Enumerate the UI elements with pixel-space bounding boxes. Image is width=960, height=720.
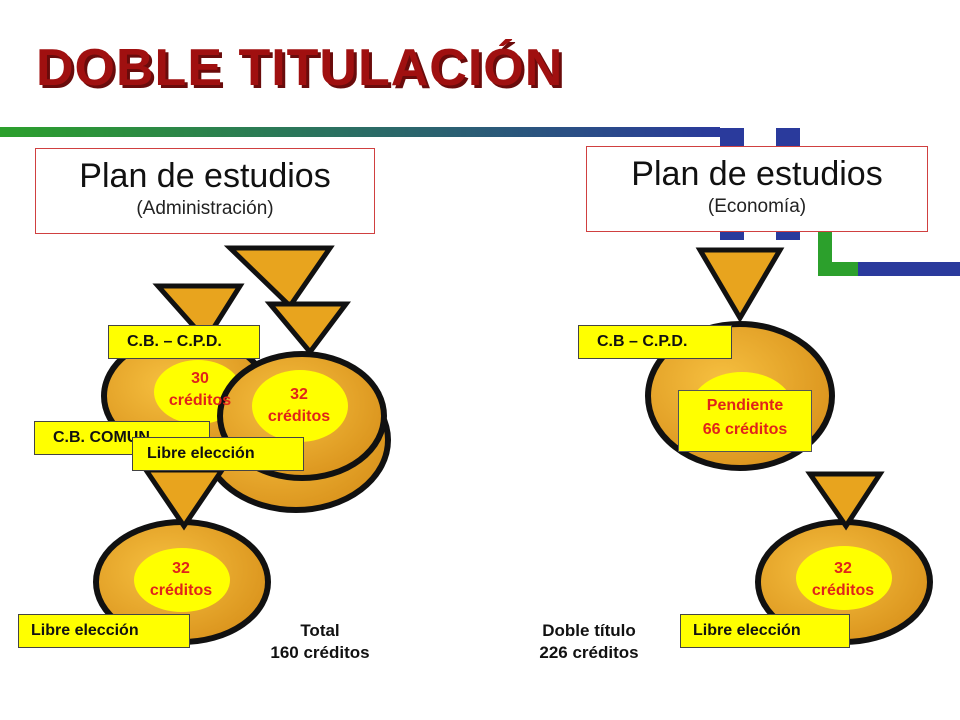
label-libre-eleccion-bottom-left: Libre elección bbox=[18, 614, 190, 648]
credit-value-32-bottom: 32 bbox=[172, 560, 190, 577]
doble-titulo-value: 226 créditos bbox=[539, 643, 639, 662]
label-cb-cpd-left: C.B. – C.P.D. bbox=[108, 325, 260, 359]
doble-titulo-credits: Doble título 226 créditos bbox=[514, 620, 664, 664]
label-libre-eleccion-mid: Libre elección bbox=[132, 437, 304, 471]
total-credits: Total 160 créditos bbox=[250, 620, 390, 664]
credit-unit-32-bottom: créditos bbox=[149, 582, 213, 599]
label-libre-eleccion-bottom-right: Libre elección bbox=[680, 614, 850, 648]
credit-text-32-top: 32 créditos bbox=[256, 384, 342, 428]
credit-value-32-top: 32 bbox=[290, 386, 308, 403]
plan-box-administracion: Plan de estudios (Administración) bbox=[35, 148, 375, 234]
plan-subtitle-economia: (Economía) bbox=[707, 196, 807, 217]
credit-unit-30: créditos bbox=[168, 392, 232, 409]
plan-title-economia: Plan de estudios bbox=[631, 155, 883, 193]
credit-text-30: 30 créditos bbox=[160, 368, 240, 412]
credit-value-30: 30 bbox=[191, 370, 209, 387]
credit-value-32-right: 32 bbox=[834, 560, 852, 577]
credit-unit-32-top: créditos bbox=[267, 408, 331, 425]
doble-titulo-label: Doble título bbox=[542, 621, 636, 640]
label-cb-cpd-right: C.B – C.P.D. bbox=[578, 325, 732, 359]
total-label: Total bbox=[300, 621, 340, 640]
plan-title-administracion: Plan de estudios bbox=[79, 157, 331, 195]
pendiente-credits: 66 créditos bbox=[702, 421, 788, 438]
total-value: 160 créditos bbox=[270, 643, 370, 662]
pendiente-box: Pendiente 66 créditos bbox=[678, 390, 812, 452]
plan-box-economia: Plan de estudios (Economía) bbox=[586, 146, 928, 232]
plan-subtitle-administracion: (Administración) bbox=[136, 198, 274, 219]
credit-text-32-right: 32 créditos bbox=[798, 558, 888, 602]
credit-unit-32-right: créditos bbox=[811, 582, 875, 599]
page-title: DOBLE TITULACIÓN bbox=[36, 39, 564, 97]
credit-text-32-bottom: 32 créditos bbox=[136, 558, 226, 602]
pendiente-label: Pendiente bbox=[706, 397, 784, 414]
